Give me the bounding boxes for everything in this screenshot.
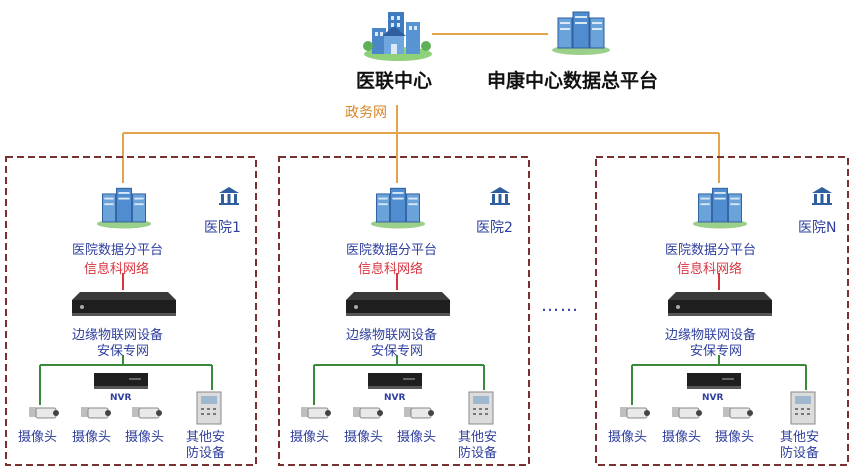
security-panel-icon [195, 390, 225, 430]
camera-label: 摄像头 [662, 430, 702, 445]
edge-device-label: 边缘物联网设备 [346, 328, 438, 343]
camera-label: 摄像头 [608, 430, 648, 445]
edge-device-label: 边缘物联网设备 [72, 328, 164, 343]
city-building-icon [362, 6, 434, 66]
nvr-label: NVR [384, 393, 406, 403]
camera-icon [722, 405, 754, 427]
camera-label: 摄像头 [72, 430, 112, 445]
camera-icon [131, 405, 163, 427]
info-network-label: 信息科网络 [84, 262, 150, 277]
camera-label: 摄像头 [397, 430, 437, 445]
hospital-building-icon [489, 186, 511, 210]
camera-label: 摄像头 [344, 430, 384, 445]
camera-icon [300, 405, 332, 427]
camera-label: 摄像头 [18, 430, 58, 445]
hospital-building-icon [811, 186, 833, 210]
other-device-label: 防设备 [186, 446, 226, 461]
camera-icon [352, 405, 384, 427]
edge-device-icon [344, 290, 452, 322]
hospital-building-icon [218, 186, 240, 210]
nvr-icon [93, 371, 149, 395]
camera-icon [619, 405, 651, 427]
security-network-label: 安保专网 [690, 344, 743, 359]
camera-label: 摄像头 [290, 430, 330, 445]
server-cluster-icon [95, 183, 153, 235]
platform-title: 申康中心数据总平台 [487, 70, 659, 92]
nvr-label: NVR [702, 393, 724, 403]
server-cluster-icon [691, 183, 749, 235]
hospital-box-1 [5, 156, 257, 466]
camera-icon [80, 405, 112, 427]
camera-icon [671, 405, 703, 427]
edge-device-label: 边缘物联网设备 [665, 328, 757, 343]
nvr-label: NVR [110, 393, 132, 403]
camera-icon [403, 405, 435, 427]
hospital-box-n [595, 156, 849, 466]
edge-device-icon [666, 290, 774, 322]
center-title: 医联中心 [356, 70, 433, 92]
camera-icon [28, 405, 60, 427]
gov-network-label: 政务网 [345, 105, 387, 121]
hospital-box-2 [278, 156, 530, 466]
server-cluster-icon [550, 8, 612, 60]
ellipsis: …… [541, 295, 579, 316]
other-device-label: 其他安 [186, 430, 226, 445]
hospital-name: 医院2 [476, 220, 513, 236]
security-tree-1 [39, 355, 213, 405]
nvr-icon [686, 371, 742, 395]
security-network-label: 安保专网 [97, 344, 150, 359]
security-panel-icon [467, 390, 497, 430]
platform-label: 医院数据分平台 [346, 243, 438, 258]
camera-label: 摄像头 [125, 430, 165, 445]
nvr-icon [367, 371, 423, 395]
hospital-name: 医院1 [204, 220, 241, 236]
platform-label: 医院数据分平台 [72, 243, 164, 258]
camera-label: 摄像头 [715, 430, 755, 445]
hospital-name: 医院N [798, 220, 837, 236]
security-tree-2 [313, 355, 485, 405]
other-device-label: 其他安 [458, 430, 498, 445]
info-network-label: 信息科网络 [677, 262, 743, 277]
server-cluster-icon [369, 183, 427, 235]
edge-device-icon [70, 290, 178, 322]
other-device-label: 其他安 [780, 430, 820, 445]
security-panel-icon [789, 390, 819, 430]
other-device-label: 防设备 [458, 446, 498, 461]
info-network-label: 信息科网络 [358, 262, 424, 277]
other-device-label: 防设备 [780, 446, 820, 461]
security-tree-n [631, 355, 807, 405]
platform-label: 医院数据分平台 [665, 243, 757, 258]
security-network-label: 安保专网 [371, 344, 424, 359]
